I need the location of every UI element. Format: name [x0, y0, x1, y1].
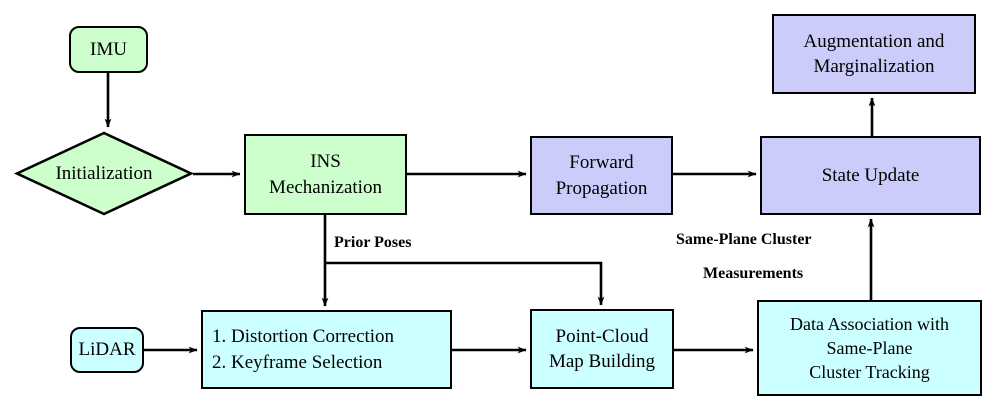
node-ins-mechanization-line-1: INS: [310, 151, 341, 173]
node-data-association-line-3: Cluster Tracking: [809, 362, 930, 383]
edge-ins-mechanization-to-point-cloud-map-building: [325, 261, 605, 306]
node-data-association-line-1: Data Association with: [790, 313, 949, 334]
node-lidar-line-1: LiDAR: [78, 339, 136, 361]
node-augmentation-marginalization[interactable]: Augmentation and Marginalization: [772, 14, 976, 94]
node-state-update[interactable]: State Update: [760, 136, 981, 215]
diamond-shape: [13, 131, 195, 216]
node-imu-line-1: IMU: [90, 38, 127, 60]
node-augmentation-line-1: Augmentation and: [803, 30, 945, 52]
node-distortion-keyframe-line-2: 2. Keyframe Selection: [212, 351, 383, 373]
node-ins-mechanization[interactable]: INS Mechanization: [244, 134, 407, 215]
node-initialization[interactable]: Initialization: [13, 131, 195, 216]
node-point-cloud-map-building[interactable]: Point-Cloud Map Building: [530, 309, 674, 389]
node-ins-mechanization-line-2: Mechanization: [269, 176, 382, 198]
node-forward-propagation[interactable]: Forward Propagation: [530, 136, 673, 215]
edge-label-prior-poses: Prior Poses: [334, 234, 412, 251]
node-initialization-label: Initialization: [55, 162, 153, 184]
node-forward-propagation-line-1: Forward: [569, 152, 634, 174]
node-distortion-keyframe[interactable]: 1. Distortion Correction 2. Keyframe Sel…: [201, 310, 452, 389]
node-point-cloud-line-1: Point-Cloud: [555, 325, 649, 347]
node-lidar[interactable]: LiDAR: [70, 327, 144, 373]
node-state-update-line-1: State Update: [821, 164, 920, 186]
node-forward-propagation-line-2: Propagation: [555, 177, 648, 199]
edge-label-measurements: Measurements: [703, 265, 804, 282]
edge-label-same-plane-cluster: Same-Plane Cluster: [676, 231, 812, 248]
node-data-association[interactable]: Data Association with Same-Plane Cluster…: [757, 300, 982, 396]
node-data-association-line-2: Same-Plane: [826, 337, 913, 358]
node-imu[interactable]: IMU: [69, 26, 148, 73]
node-point-cloud-line-2: Map Building: [548, 351, 656, 372]
node-augmentation-line-2: Marginalization: [813, 56, 935, 77]
node-distortion-keyframe-line-1: 1. Distortion Correction: [212, 326, 395, 348]
